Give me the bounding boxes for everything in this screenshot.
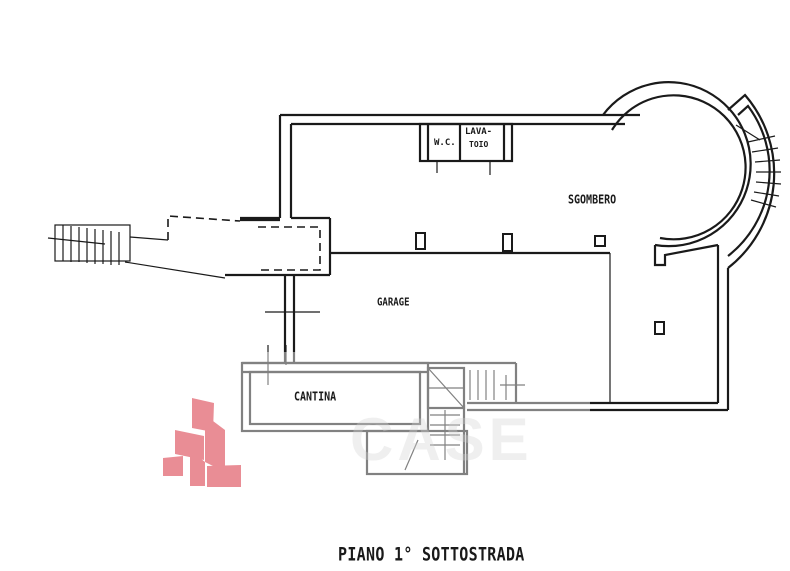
room-label-cantina: CANTINA [294,390,337,405]
entry-ramp [47,215,321,313]
watermark-text: CASE [350,406,533,473]
floor-title: PIANO 1° SOTTOSTRADA [338,542,525,566]
watermark-logo-icon [163,398,241,487]
room-label-lavatoio-1: LAVA- [465,127,493,137]
room-label-garage: GARAGE [377,297,410,309]
room-label-wc: W.C. [434,138,456,148]
wc-block [418,122,514,175]
room-label-sgombero: SGOMBERO [568,193,617,208]
watermark-overlay [150,352,590,522]
internal-stair [404,366,525,474]
room-label-lavatoio-2: TOIO [469,140,489,149]
pillars [415,232,665,335]
cantina-block [240,345,469,476]
round-wall [602,81,782,269]
